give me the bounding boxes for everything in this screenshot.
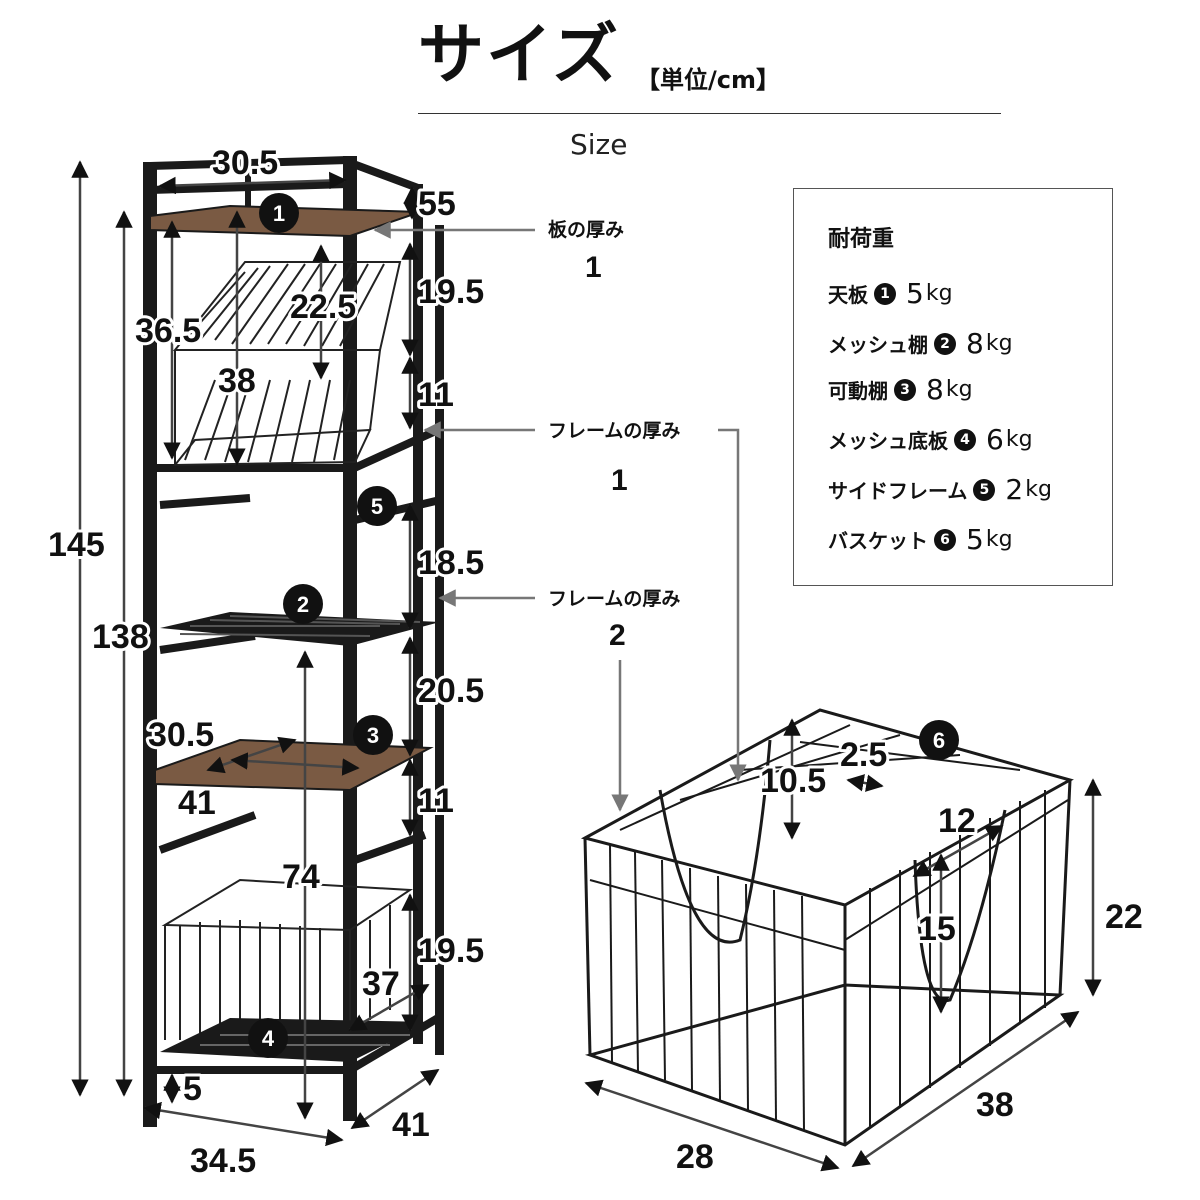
load-row-value: 8 [926, 373, 944, 406]
badge-2-text: 2 [297, 592, 309, 617]
badge-4-text: 4 [262, 1026, 275, 1051]
load-row-unit: kg [985, 331, 1013, 356]
badge-3: 3 [353, 715, 393, 755]
load-row: 可動棚 3 8 kg [828, 373, 973, 406]
basket-drawing [580, 708, 1074, 1147]
badge-6: 6 [919, 720, 959, 760]
dim-basket-handle: 10.5 [760, 762, 826, 800]
badge-1-text: 1 [273, 201, 285, 226]
load-row-value: 8 [966, 327, 984, 360]
dim-38: 38 [218, 362, 256, 400]
frame-thickness-label-2: フレームの厚み [548, 588, 680, 610]
dim-top-gap: 55 [418, 185, 456, 223]
dim-basket-inner: 22.5 [290, 288, 356, 326]
badge-5-text: 5 [371, 494, 383, 519]
dim-gap-20: 20.5 [418, 672, 484, 710]
rack-post-front-left [143, 162, 157, 1127]
dim-gap-11-b: 11 [418, 782, 454, 820]
board-thickness-label: 板の厚み [548, 218, 624, 241]
callout-leaders [373, 221, 747, 812]
dim-basket-handle-width: 12 [938, 802, 976, 840]
load-row-value: 5 [906, 277, 924, 310]
badge-4: 4 [248, 1018, 288, 1058]
load-capacity-box: 耐荷重 天板 1 5 kg メッシュ棚 2 8 kg 可動棚 3 8 kg メッ… [793, 188, 1113, 586]
board-thickness-value: 1 [585, 251, 602, 284]
load-capacity-title: 耐荷重 [828, 227, 895, 252]
load-row-unit: kg [985, 527, 1013, 552]
number-badge: 2 [934, 332, 956, 355]
dim-gap-18: 18.5 [418, 544, 484, 582]
badge-2: 2 [283, 584, 323, 624]
dim-basket-height: 22 [1105, 898, 1143, 936]
load-row-unit: kg [1025, 477, 1052, 502]
dim-top-width: 30.5 [212, 144, 278, 182]
number-badge: 4 [954, 428, 976, 451]
number-badge: 3 [894, 378, 916, 401]
load-row-label: メッシュ底板 [828, 429, 948, 453]
dim-total-145: 145 [48, 526, 105, 564]
dim-36: 36.5 [135, 312, 201, 350]
load-row: サイドフレーム 5 2 kg [828, 473, 1052, 506]
dim-gap-11-a: 11 [418, 376, 454, 414]
title-divider [418, 113, 1001, 114]
load-row-label: 可動棚 [828, 379, 888, 403]
rack-post-back-right-2 [435, 225, 444, 1055]
dim-basket-height-bottom: 19.5 [418, 932, 484, 970]
top-basket [172, 261, 402, 467]
dim-basket-gap: 2.5 [840, 736, 887, 774]
load-row: バスケット 6 5 kg [828, 523, 1013, 556]
dim-basket-handle-height: 15 [918, 910, 956, 948]
frame-thickness-value-2: 2 [609, 619, 626, 652]
load-row-label: 天板 [828, 283, 868, 307]
dim-shelf-depth: 41 [178, 784, 216, 822]
number-badge: 5 [973, 478, 996, 501]
rack-post-back-right [413, 184, 423, 1044]
load-row: メッシュ棚 2 8 kg [828, 327, 1013, 360]
load-row-value: 2 [1005, 473, 1024, 506]
dim-basket-depth: 38 [976, 1086, 1014, 1124]
page-subtitle: Size [570, 128, 628, 161]
dim-basket-37: 37 [362, 965, 400, 1003]
load-row-unit: kg [945, 377, 973, 402]
number-badge: 6 [934, 528, 956, 551]
badge-3-text: 3 [367, 723, 379, 748]
load-row-label: バスケット [828, 529, 928, 553]
load-row-unit: kg [1005, 427, 1033, 452]
load-row-value: 6 [986, 423, 1004, 456]
page-title: サイズ [418, 16, 621, 93]
unit-label: 【単位/cm】 [636, 66, 780, 94]
frame-thickness-label-1: フレームの厚み [548, 420, 680, 442]
badge-5: 5 [357, 486, 397, 526]
load-row-value: 5 [966, 523, 984, 556]
load-row: メッシュ底板 4 6 kg [828, 423, 1033, 456]
dimension-lines [71, 160, 1102, 1172]
badge-6-text: 6 [933, 728, 945, 753]
dim-shelf-width: 30.5 [148, 716, 214, 754]
dim-basket-width: 28 [676, 1138, 714, 1176]
badge-1: 1 [259, 193, 299, 233]
load-row: 天板 1 5 kg [828, 277, 953, 310]
load-row-unit: kg [925, 281, 953, 306]
dim-foot: 5 [183, 1070, 202, 1108]
dim-total-138: 138 [92, 618, 149, 656]
dim-base-width: 34.5 [190, 1142, 256, 1180]
load-row-label: サイドフレーム [828, 479, 968, 503]
dim-inner-74: 74 [282, 858, 320, 896]
dim-basket-height-top: 19.5 [418, 273, 484, 311]
number-badge: 1 [874, 282, 896, 305]
frame-thickness-value-1: 1 [611, 464, 628, 497]
load-row-label: メッシュ棚 [828, 333, 928, 357]
dim-base-depth: 41 [392, 1106, 430, 1144]
